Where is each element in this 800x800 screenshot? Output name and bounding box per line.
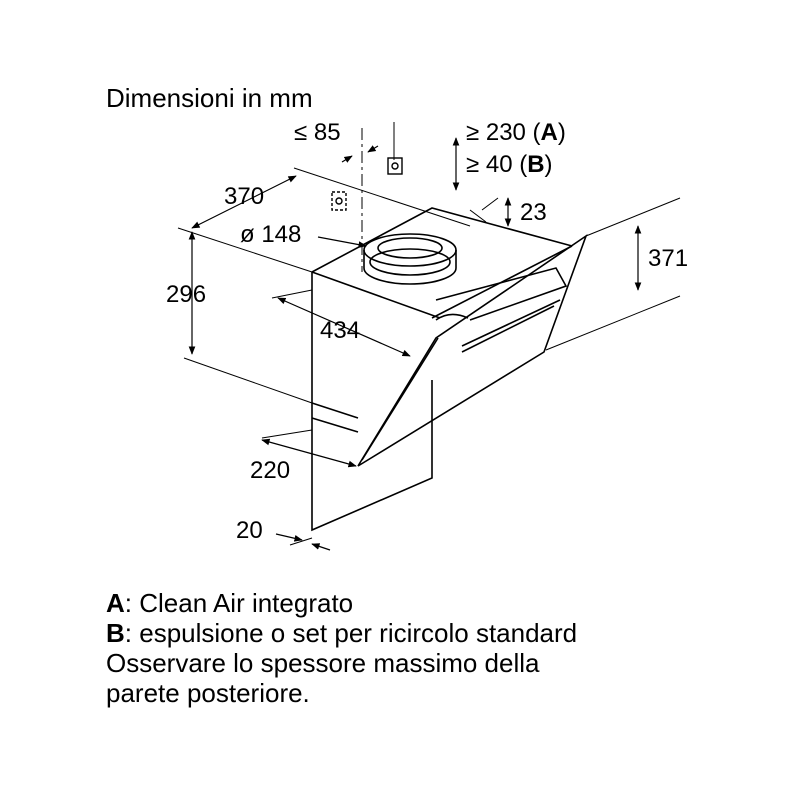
dim-clearance-a: ≥ 230 (A) <box>466 119 566 146</box>
dim-panel-depth: 220 <box>250 457 290 484</box>
dim-width: 434 <box>320 317 360 344</box>
glass-panel <box>357 233 588 467</box>
duct-collar <box>363 233 457 285</box>
dim-min-clearance: ≤ 85 <box>294 119 341 146</box>
dim-depth-top: 370 <box>224 183 264 210</box>
legend-note-line1: Osservare lo spessore massimo della <box>106 648 540 678</box>
legend-item-a: A: Clean Air integrato <box>106 588 354 618</box>
drawing-title: Dimensioni in mm <box>106 83 313 113</box>
dim-front-height: 371 <box>648 245 688 272</box>
dim-clearance-b: ≥ 40 (B) <box>466 151 553 178</box>
dimension-arrows <box>188 137 642 551</box>
extension-lines <box>177 122 681 546</box>
hood-body <box>311 207 573 532</box>
dim-duct-diameter: ø 148 <box>240 221 301 248</box>
dim-collar-height: 23 <box>520 199 547 226</box>
legend-item-b: B: espulsione o set per ricircolo standa… <box>106 618 578 648</box>
dim-wall-thickness: 20 <box>236 517 263 544</box>
legend: A: Clean Air integrato B: espulsione o s… <box>106 588 786 708</box>
legend-note-line2: parete posteriore. <box>106 678 310 708</box>
dim-body-height: 296 <box>166 281 206 308</box>
fixing-icon <box>331 157 403 211</box>
